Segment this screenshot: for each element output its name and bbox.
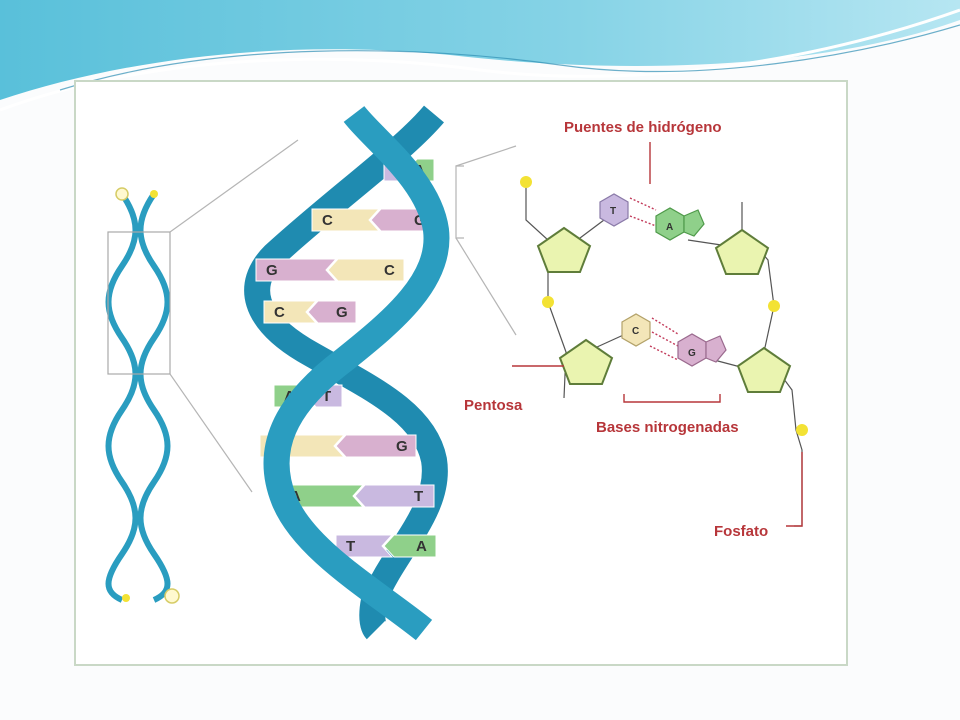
base-pair-right-letter: G [396,438,408,455]
base-pair-right-block [327,258,405,282]
zoom-box [107,231,171,375]
base-adenine-ring [683,209,705,237]
base-pair-left-block [255,258,338,282]
overview-end-dot [150,190,158,198]
overview-end-circle-bottom [164,588,180,604]
base-pair-left-block [311,208,381,232]
base-pair-right-letter: T [322,388,331,405]
h-bond [651,317,679,335]
detail-line-a [455,145,517,167]
pentose-sugar [736,346,792,393]
detail-bracket [455,165,464,239]
chemical-detail: T A C G Puentes de hidrógeno Pentosa Bas… [455,119,808,540]
detail-line-b [455,237,517,336]
base-pair-left-letter: G [266,262,278,279]
label-hydrogen-bonds: Puentes de hidrógeno [564,119,722,136]
overview-end-circle [115,187,129,201]
header-wave-line-2 [59,24,960,91]
base-pair-right-block [335,434,417,458]
overview-helix [105,139,299,604]
phosphate-dot [542,296,554,308]
base-pair-right-letter: A [416,538,427,555]
overview-strand-b [137,192,171,603]
header-wave-line [0,8,960,112]
figure-frame [74,80,848,666]
leader-phosphate [786,452,803,527]
h-bond [649,345,679,361]
base-label-bottom-left: C [632,326,639,337]
zoom-line-top [169,139,299,233]
overview-end-dot-bottom [122,594,130,602]
helix-strand-front [263,105,450,641]
base-pair-right-letter: C [384,262,395,279]
pentose-sugar [536,226,592,273]
base-guanine-ring [705,335,727,363]
label-nitrogen-bases: Bases nitrogenadas [596,419,739,436]
pentose-sugar [714,228,770,275]
h-bond [629,215,657,227]
overview-strand-a [105,192,139,603]
base-pair-left-letter: C [274,304,285,321]
base-label-top-right: A [666,222,673,233]
h-bond [651,331,679,347]
phosphate-dot [520,176,532,188]
bracket-nitrogen-bases [623,394,721,403]
base-pair-right-block [383,534,437,558]
base-thymine [599,193,629,227]
zoom-line-bottom [169,373,253,493]
base-pair-right-letter: G [336,304,348,321]
base-pair-right-block [354,484,435,508]
pentose-sugar [558,338,614,385]
base-label-bottom-right: G [688,348,696,359]
base-pair-left-letter: C [322,212,333,229]
header-band [0,0,960,100]
phosphate-dot [768,300,780,312]
phosphate-dot [796,424,808,436]
base-cytosine [621,313,651,347]
base-label-top-left: T [610,206,616,217]
label-pentose: Pentosa [464,397,523,414]
base-pair-left-letter: T [346,538,355,555]
h-bond [629,197,657,211]
base-pair-right-letter: G [414,212,426,229]
base-pair-right-letter: T [414,488,423,505]
label-phosphate: Fosfato [714,523,768,540]
base-pair-right-block [307,300,357,324]
base-pair-left-block [263,300,318,324]
